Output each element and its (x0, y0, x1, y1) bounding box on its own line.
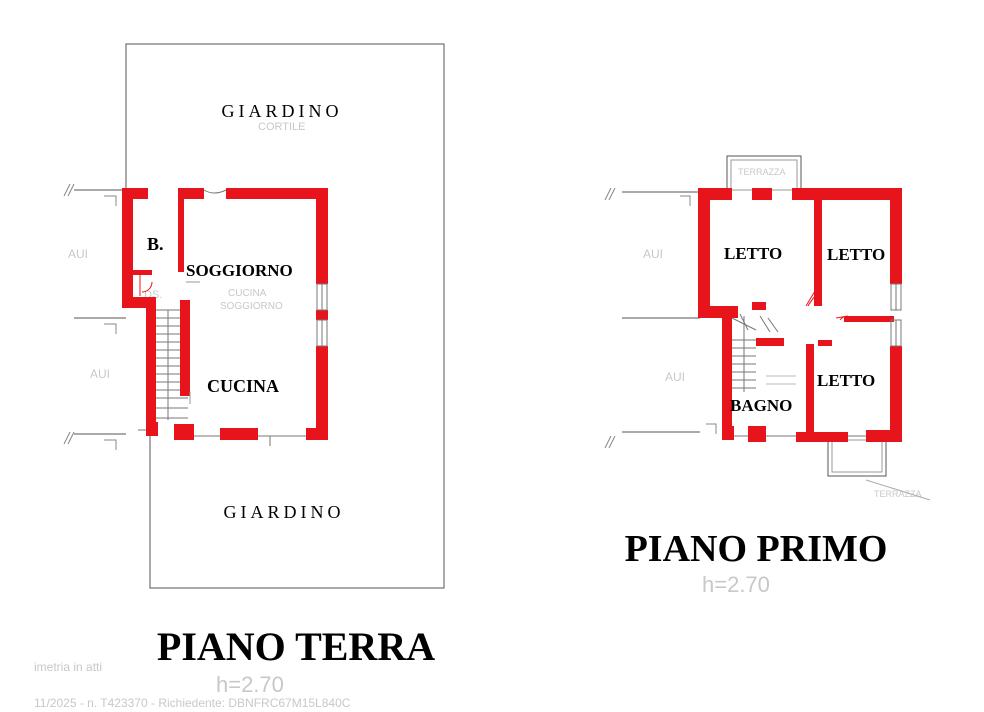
ghost-terrazza-top: TERRAZZA (738, 167, 786, 177)
ghost-footer-1: imetria in atti (34, 660, 102, 674)
first-floor-labels: LETTO LETTO LETTO BAGNO PIANO PRIMO (625, 244, 888, 570)
ghost-cucina: CUCINA (228, 288, 267, 299)
ghost-cortile: CORTILE (258, 121, 305, 133)
first-neighbour-doors (680, 195, 717, 434)
ground-floor-details (138, 189, 328, 446)
ground-floor-title: PIANO TERRA (157, 624, 435, 669)
room-cucina: CUCINA (207, 376, 279, 396)
terrace-bottom (827, 439, 887, 477)
first-floor-details (731, 283, 902, 437)
garden-bottom-label: GIARDINO (224, 502, 345, 522)
ghost-aui-left-2: AUI (90, 367, 110, 381)
ground-neighbour-doors (104, 195, 117, 450)
ground-floor-plan (63, 43, 445, 589)
garden-top-label: GIARDINO (222, 101, 343, 121)
room-bath-ground: B. (147, 234, 164, 254)
ground-stairs (156, 309, 188, 420)
room-letto-3: LETTO (817, 371, 875, 390)
ghost-height-ground: h=2.70 (216, 672, 284, 697)
room-letto-2: LETTO (827, 245, 885, 264)
first-floor-outlines (604, 155, 931, 501)
ground-break-marks (63, 183, 75, 445)
first-stairs (731, 313, 779, 392)
first-floor-title: PIANO PRIMO (625, 528, 888, 570)
ghost-text-layer: AUI AUI DS. CUCINA SOGGIORNO CORTILE h=2… (34, 121, 922, 710)
first-break-marks (604, 187, 616, 449)
first-floor-walls (698, 188, 902, 442)
ground-floor-walls (122, 188, 328, 440)
ghost-footer-2: 11/2025 - n. T423370 - Richiedente: DBNF… (34, 696, 351, 710)
ground-floor-labels: GIARDINO GIARDINO B. SOGGIORNO CUCINA PI… (147, 101, 435, 669)
ghost-height-first: h=2.70 (702, 572, 770, 597)
ghost-terrazza-bottom: TERRAZZA (874, 489, 922, 499)
room-bagno: BAGNO (730, 396, 792, 415)
ghost-aui-right-2: AUI (665, 370, 685, 384)
ghost-aui-left-1: AUI (68, 247, 88, 261)
ghost-aui-right-1: AUI (643, 247, 663, 261)
ghost-soggiorno: SOGGIORNO (220, 301, 283, 312)
ground-neighbour-lines (74, 189, 126, 435)
first-neighbour-lines (622, 191, 700, 433)
room-soggiorno: SOGGIORNO (186, 261, 293, 280)
room-letto-1: LETTO (724, 244, 782, 263)
ground-lot-boundary (125, 43, 445, 589)
